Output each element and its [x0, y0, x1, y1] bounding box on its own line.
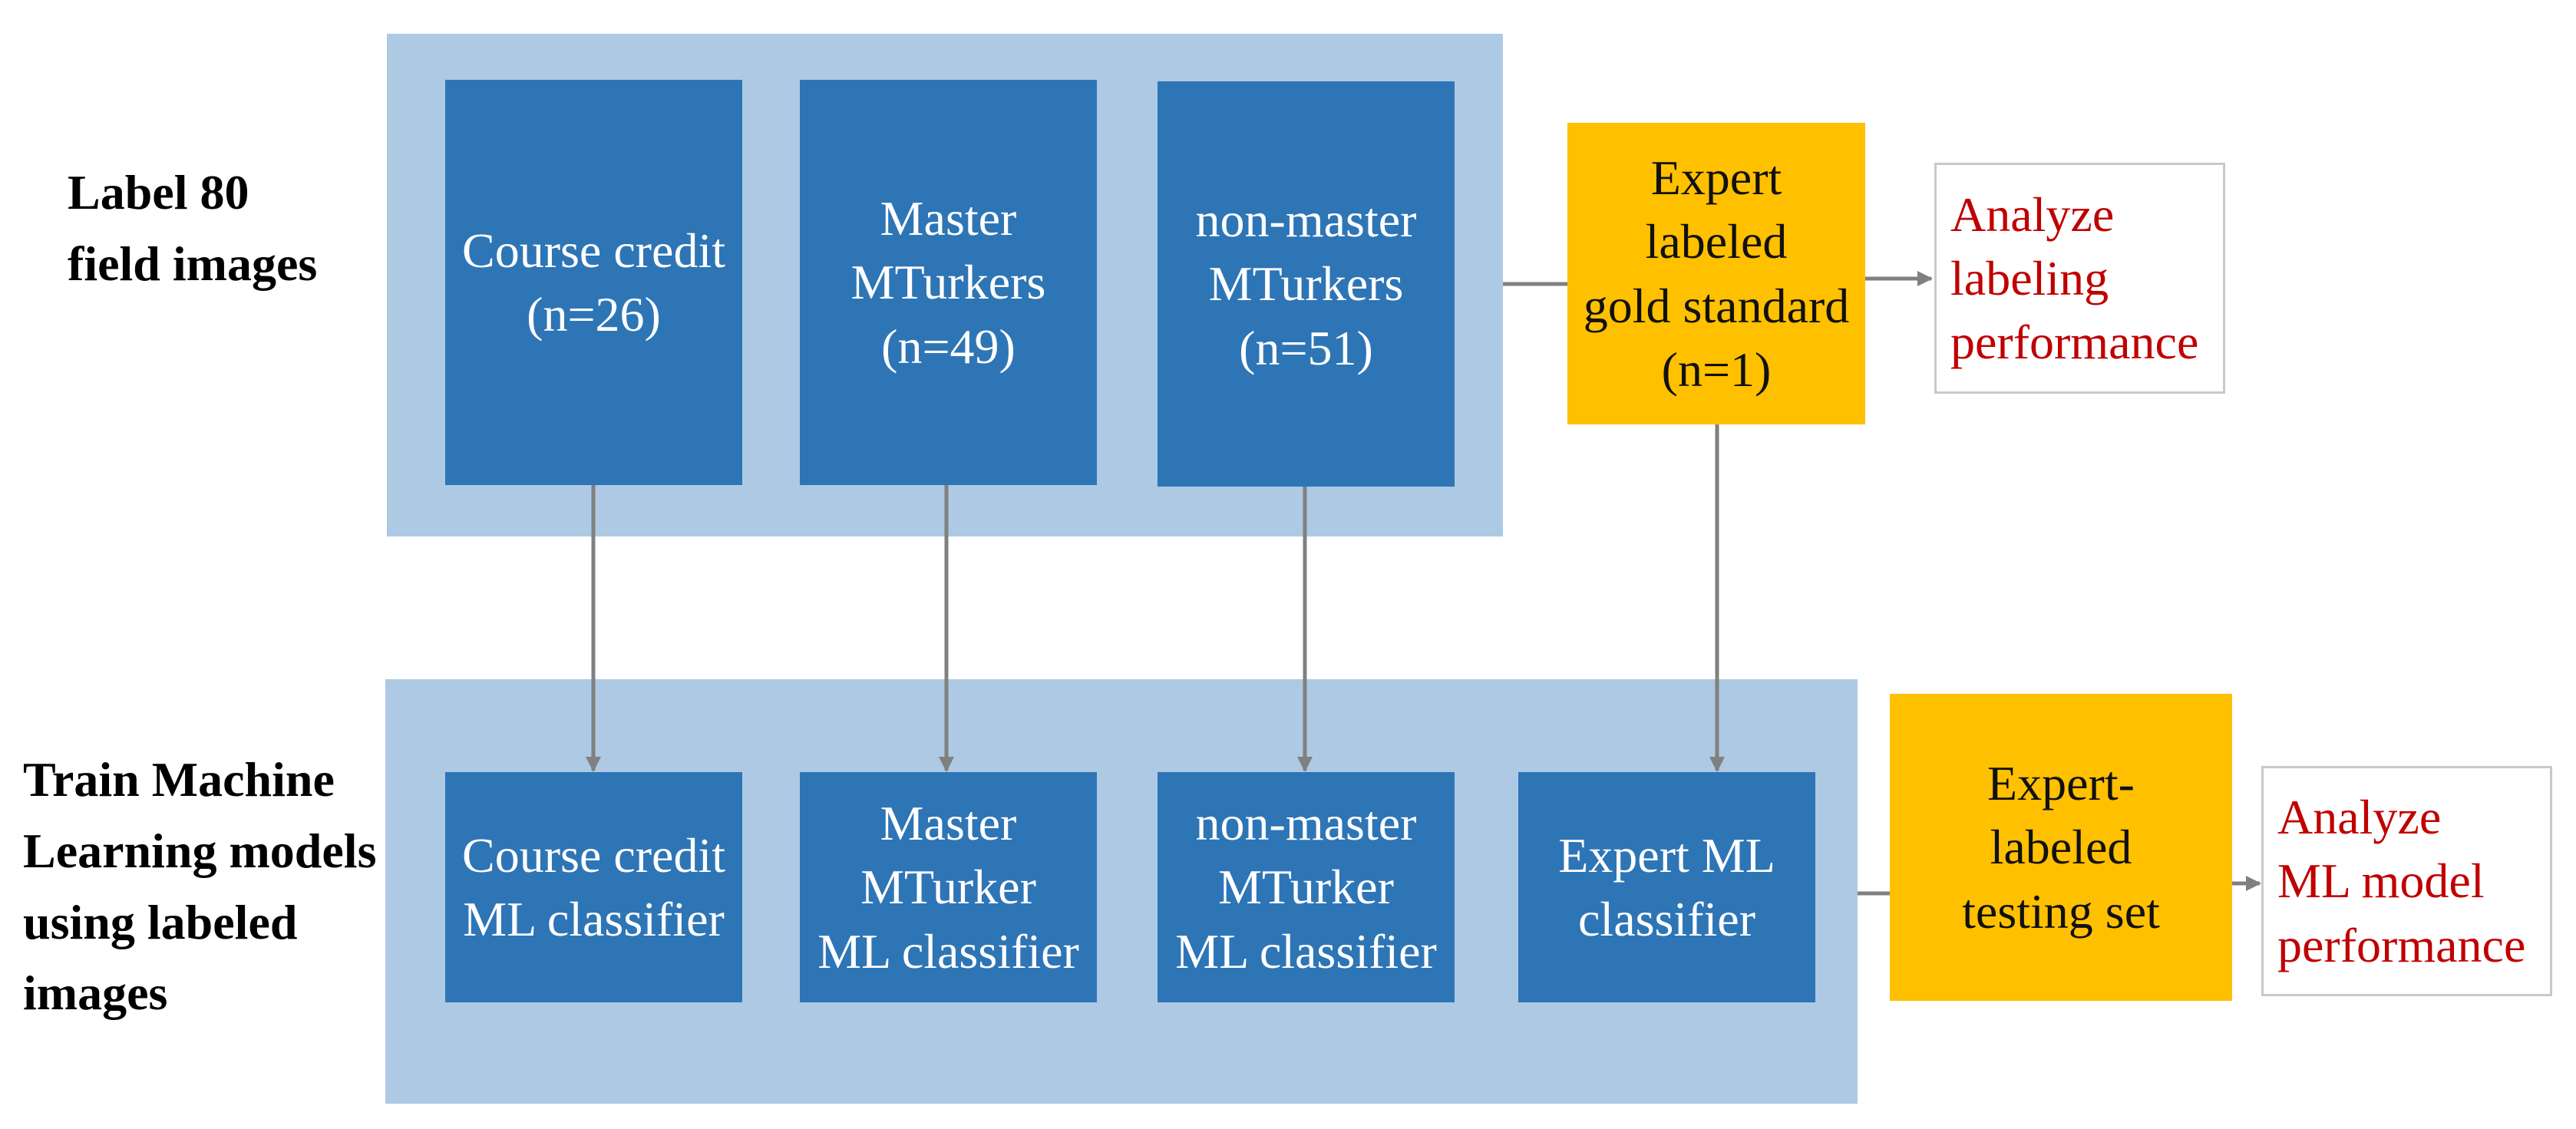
expert-ml-classifier-box: Expert ML classifier	[1518, 772, 1815, 1002]
train-ml-models-label: Train Machine Learning models using labe…	[23, 752, 377, 1021]
non-master-mturker-ml-classifier-box: non-master MTurker ML classifier	[1158, 772, 1455, 1002]
master-mturkers-box: Master MTurkers (n=49)	[800, 80, 1097, 485]
expert-labeled-testing-set-box: Expert- labeled testing set	[1890, 694, 2232, 1001]
label-80-field-images: Label 80 field images	[68, 165, 318, 291]
expert-gold-standard-box: Expert labeled gold standard (n=1)	[1567, 123, 1865, 424]
course-credit-ml-classifier-box: Course credit ML classifier	[445, 772, 742, 1002]
analyze-labeling-performance-box: Analyze labeling performance	[1934, 163, 2225, 394]
course-credit-box: Course credit (n=26)	[445, 80, 742, 485]
analyze-ml-model-performance-box: Analyze ML model performance	[2261, 766, 2552, 996]
non-master-mturkers-box: non-master MTurkers (n=51)	[1158, 81, 1455, 487]
master-mturker-ml-classifier-box: Master MTurker ML classifier	[800, 772, 1097, 1002]
